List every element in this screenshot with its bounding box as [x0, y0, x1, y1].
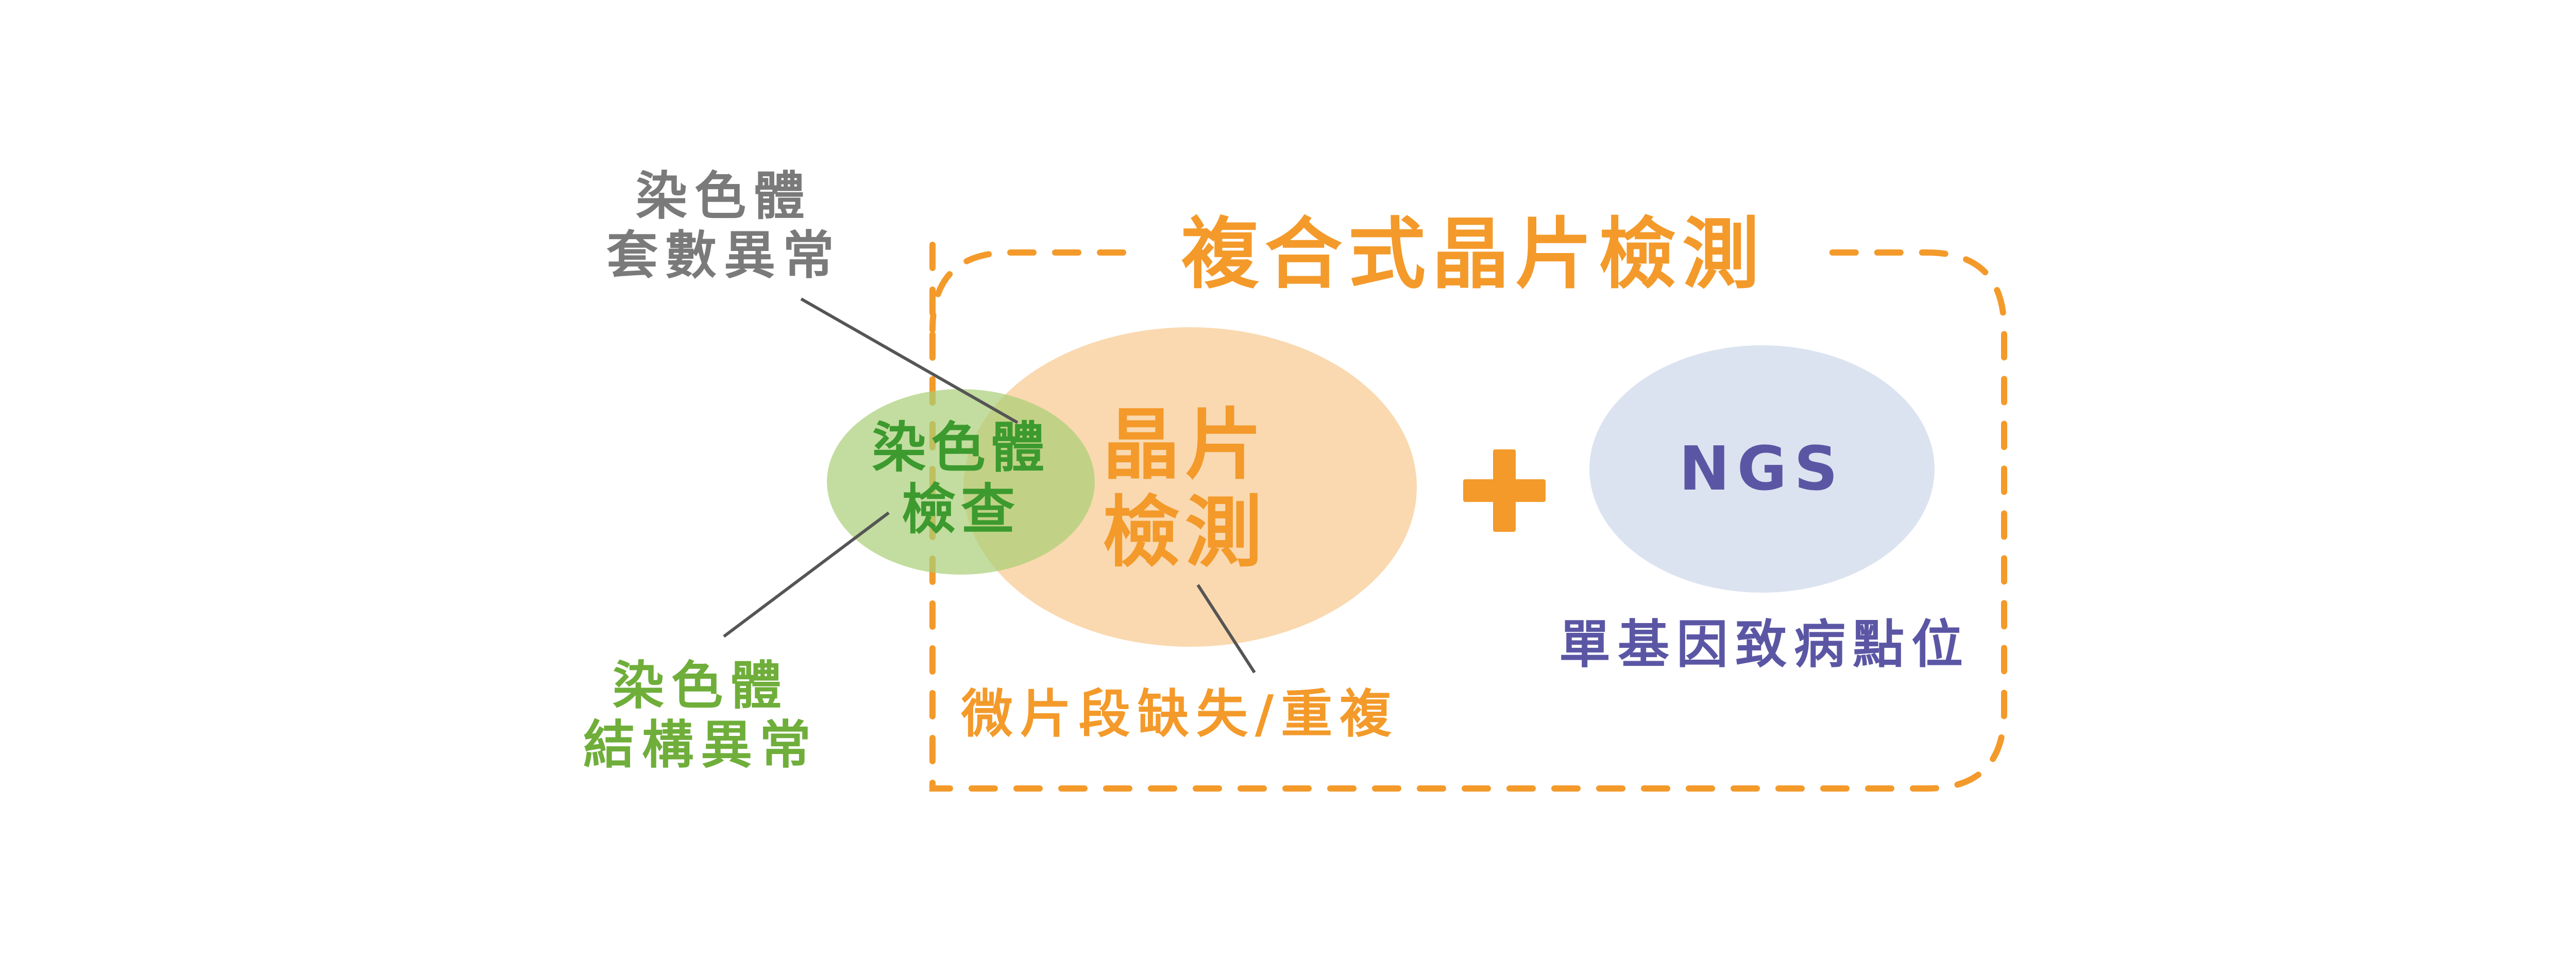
ngs-ellipse [1589, 345, 1935, 593]
combined-test-container [929, 242, 2007, 792]
karyotype-ellipse [827, 389, 1095, 575]
copy-number-connector [800, 297, 1019, 424]
microarray-ellipse [963, 327, 1417, 647]
microdeletion-connector [1196, 584, 1256, 674]
microdeletion-label: 微片段缺失/重複 [961, 684, 1399, 744]
plus-sign: + [1463, 449, 1546, 532]
ngs-subtitle: 單基因致病點位 [1559, 614, 1970, 675]
ngs-label: NGS [1679, 433, 1845, 504]
microarray-label-line1: 晶片 [1103, 400, 1267, 490]
copy-number-label-line2: 套數異常 [606, 225, 841, 286]
copy-number-label-line1: 染色體 [636, 166, 812, 226]
structural-label-line1: 染色體 [613, 656, 789, 716]
microarray-label-line2: 檢測 [1103, 488, 1267, 578]
structural-label-line2: 結構異常 [583, 715, 818, 775]
karyotype-label-line1: 染色體 [872, 416, 1049, 479]
karyotype-label-line2: 檢查 [902, 478, 1020, 541]
container-title: 複合式晶片檢測 [1181, 210, 1766, 299]
structural-connector [723, 511, 890, 638]
